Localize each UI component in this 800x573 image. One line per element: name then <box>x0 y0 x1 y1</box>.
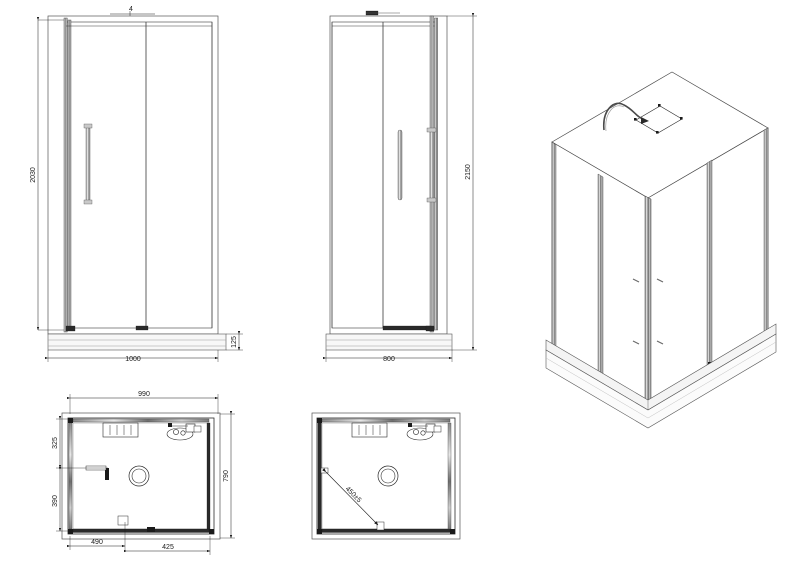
dim-label-top-4: 4 <box>129 6 133 13</box>
door-handle-front <box>83 123 93 205</box>
door-stile-right-iso <box>706 159 713 372</box>
dim-label-800: 800 <box>383 356 395 363</box>
shower-hose-highlight-iso <box>605 105 625 132</box>
dim-790: 790 <box>220 410 235 539</box>
dim-width-800: 800 <box>322 350 453 363</box>
dim-height-2150: 2150 <box>447 12 477 351</box>
shelf-rack-plan-right <box>351 422 388 438</box>
shower-tray-front <box>47 333 227 351</box>
track-top-plan-left <box>72 418 210 423</box>
track-top-plan-right <box>321 418 451 423</box>
track-bottom-plan-right <box>321 528 451 533</box>
shelf-rack-plan-left <box>102 422 139 438</box>
corner-post-left-iso <box>551 141 557 353</box>
frame-profile-left-front <box>63 17 68 333</box>
dim-tray-125: 125 <box>226 330 243 351</box>
drain-plan-right <box>377 465 399 487</box>
dim-label-325: 325 <box>52 437 59 449</box>
dim-label-490: 490 <box>91 539 103 546</box>
door-leaf-left-plan-left <box>105 468 109 480</box>
frame-profile-left-inner-front <box>67 19 72 331</box>
tray-edge-line-left-iso <box>545 357 649 419</box>
stopper-plan-left <box>147 527 155 532</box>
dim-width-1000: 1000 <box>44 350 219 363</box>
corner-node-tl-plan-left <box>68 418 73 423</box>
bottom-rail-side <box>382 325 432 331</box>
dim-label-990: 990 <box>138 391 150 398</box>
mixer-valve-plan-right <box>406 423 442 441</box>
dim-990: 990 <box>66 391 219 414</box>
dim-height-2030: 2030 <box>30 16 64 331</box>
view-side-elevation: 2150 800 <box>322 10 477 363</box>
track-left-plan-right <box>317 422 322 530</box>
track-bottom-plan-left <box>72 528 210 533</box>
dim-390: 390 <box>52 466 70 532</box>
shower-hose-iso <box>603 102 646 131</box>
hose-connector-iso <box>641 117 649 124</box>
track-left-plan-left <box>68 422 73 530</box>
corner-node-br-plan-left <box>209 529 214 534</box>
dim-425: 425 <box>123 536 211 555</box>
shower-corner-node-2-iso <box>658 104 661 107</box>
tray-edge-line-right-iso <box>647 341 777 419</box>
shower-tray-side <box>325 333 453 351</box>
shower-corner-node-4-iso <box>656 131 659 134</box>
view-plan-right: 450±5 <box>311 412 461 540</box>
corner-node-bl-plan-left <box>68 529 73 534</box>
glass-panel-front <box>65 21 213 329</box>
dim-label-2150: 2150 <box>465 164 472 180</box>
corner-post-right-iso <box>763 127 769 339</box>
drain-plan-left <box>128 465 150 487</box>
frame-profile-right-inner-side <box>434 17 438 331</box>
roller-bracket-left-front <box>65 325 76 332</box>
mixer-valve-plan-left <box>166 423 202 441</box>
track-right-plan-right <box>447 422 452 530</box>
view-front-elevation: 4 2030 <box>30 6 243 363</box>
door-handle-side <box>397 127 437 203</box>
view-plan-left: 990 790 325 390 490 <box>52 391 235 555</box>
roller-bracket-right-side <box>425 325 435 332</box>
handle-right-iso <box>656 278 664 345</box>
dim-label-790: 790 <box>223 470 230 482</box>
shower-corner-node-1-iso <box>634 118 637 121</box>
dim-label-425: 425 <box>162 544 174 551</box>
dim-490: 490 <box>66 522 126 550</box>
track-right-plan-left <box>206 422 211 530</box>
handle-block-bottom-plan-right <box>376 521 385 531</box>
dim-label-1000: 1000 <box>125 356 141 363</box>
roller-bracket-mid-front <box>135 325 149 331</box>
dim-325: 325 <box>52 415 108 469</box>
corner-node-br-plan-right <box>450 529 455 534</box>
dim-label-390: 390 <box>52 495 59 507</box>
corner-node-bl-plan-right <box>317 529 322 534</box>
handle-block-left-plan-right <box>320 467 329 474</box>
door-stile-left-iso <box>597 173 604 386</box>
dim-label-2030: 2030 <box>30 167 37 183</box>
dim-label-125: 125 <box>231 336 238 348</box>
handle-left-iso <box>632 278 640 345</box>
view-isometric <box>545 71 777 429</box>
shower-corner-node-3-iso <box>680 117 683 120</box>
corner-node-tl-plan-right <box>317 418 322 423</box>
roller-indicator-plan-left <box>117 515 129 526</box>
glass-panel-side <box>331 21 437 329</box>
